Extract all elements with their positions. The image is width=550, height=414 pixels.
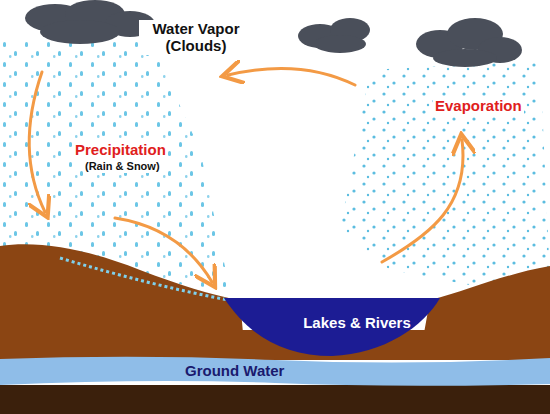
cloud <box>25 0 155 44</box>
runoff <box>60 258 228 300</box>
vapor-dots <box>340 60 550 285</box>
process-label: Evaporation <box>433 97 524 114</box>
node-text: Ground Water <box>185 362 550 379</box>
process-label: Precipitation <box>73 141 168 158</box>
lake-shape: Lakes & Rivers <box>224 296 440 358</box>
cloud <box>416 18 522 67</box>
cycle-arrow <box>29 68 463 282</box>
cloud <box>298 18 370 53</box>
node-text: Lakes & Rivers <box>274 314 440 331</box>
cloud-label: Water Vapor (Clouds) <box>139 20 253 55</box>
bedrock <box>0 385 550 414</box>
groundwater-band: Ground Water <box>0 356 550 386</box>
process-note: (Rain & Snow) <box>83 160 162 173</box>
